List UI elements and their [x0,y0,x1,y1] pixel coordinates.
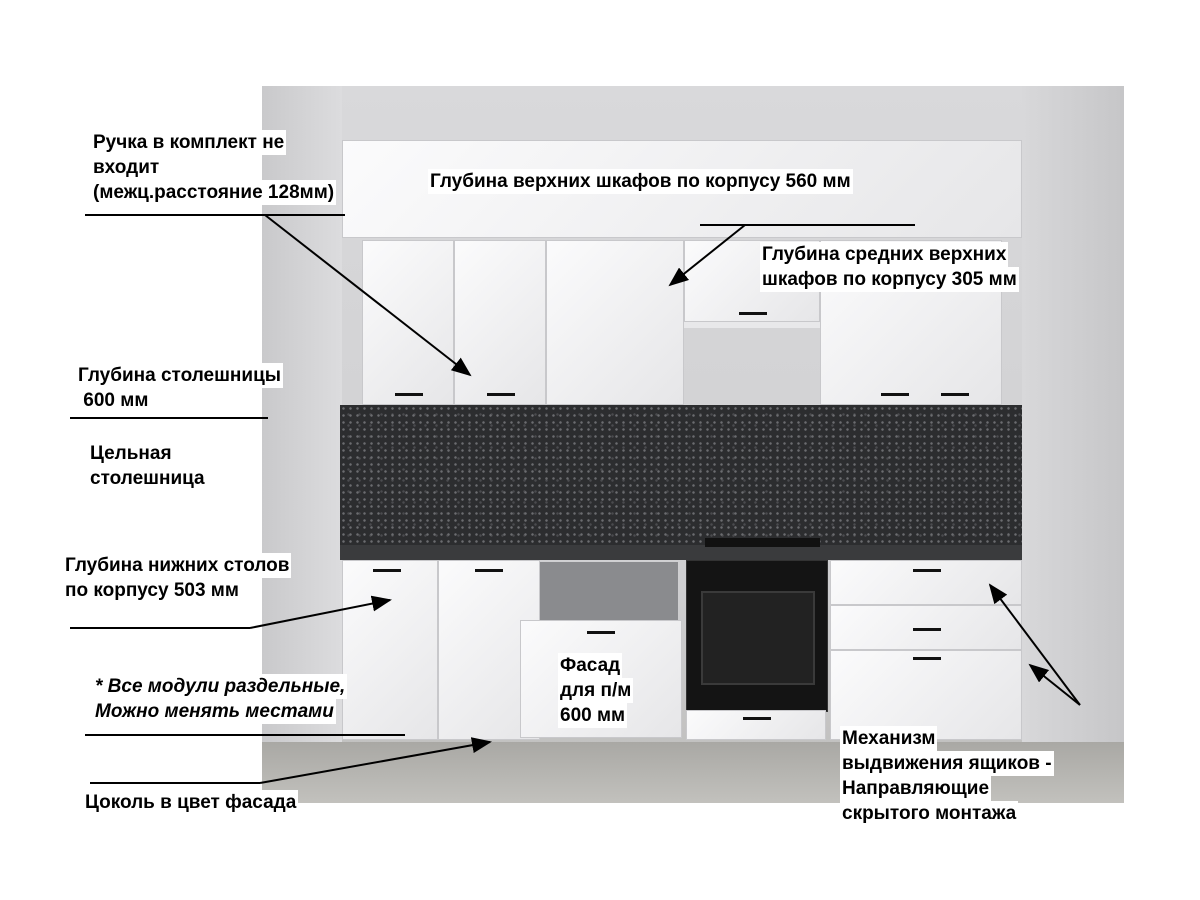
annotation-line: Ручка в комплект не [91,130,287,155]
annotation-line: входит [91,155,162,180]
drawer [830,605,1022,650]
solid-countertop-annotation: Цельная столешница [88,441,207,491]
annotation-line: Глубина верхних шкафов по корпусу 560 мм [428,169,853,194]
annotation-line: * Все модули раздельные, [93,674,348,699]
upper-cabinet [546,240,684,405]
right-wall [1022,86,1124,746]
annotation-line: (межц.расстояние 128мм) [91,180,337,205]
annotation-line: Цоколь в цвет фасада [83,790,299,815]
annotation-line: для п/м [558,678,634,703]
countertop-depth-annotation: Глубина столешницы 600 мм [76,363,283,413]
annotation-line: Фасад [558,653,623,678]
middle-depth-annotation: Глубина средних верхних шкафов по корпус… [760,242,1019,292]
upper-cabinet [454,240,546,405]
modules-note: * Все модули раздельные, Можно менять ме… [93,674,348,724]
lower-cabinet [342,560,438,740]
annotation-line: столешница [88,466,207,491]
upper-cabinet [362,240,454,405]
annotation-line: скрытого монтажа [840,801,1019,826]
annotation-line: Глубина столешницы [76,363,283,388]
annotation-line: шкафов по корпусу 305 мм [760,267,1019,292]
countertop [340,545,1022,560]
annotation-line: Цельная [88,441,174,466]
annotation-line: выдвижения ящиков - [840,751,1054,776]
plinth-annotation: Цоколь в цвет фасада [83,790,299,815]
annotation-line: 600 мм [558,703,628,728]
annotation-line: Направляющие [840,776,992,801]
handle-annotation: Ручка в комплект не входит (межц.расстоя… [91,130,337,205]
range-hood [684,322,820,328]
annotation-line: Глубина средних верхних [760,242,1009,267]
annotation-line: Глубина нижних столов [63,553,292,578]
drawer-mechanism-annotation: Механизм выдвижения ящиков - Направляющи… [840,726,1054,826]
oven-drawer [686,710,826,740]
annotation-line: 600 мм [76,388,151,413]
backsplash [340,405,1022,547]
oven [686,560,828,712]
drawer [830,650,1022,740]
annotation-line: по корпусу 503 мм [63,578,241,603]
lower-depth-annotation: Глубина нижних столов по корпусу 503 мм [63,553,292,603]
annotation-line: Можно менять местами [93,699,336,724]
annotation-line: Механизм [840,726,938,751]
cooktop [705,538,820,547]
dishwasher-facade-annotation: Фасад для п/м 600 мм [558,653,634,728]
dishwasher-interior [540,562,678,622]
upper-depth-annotation: Глубина верхних шкафов по корпусу 560 мм [428,169,853,194]
